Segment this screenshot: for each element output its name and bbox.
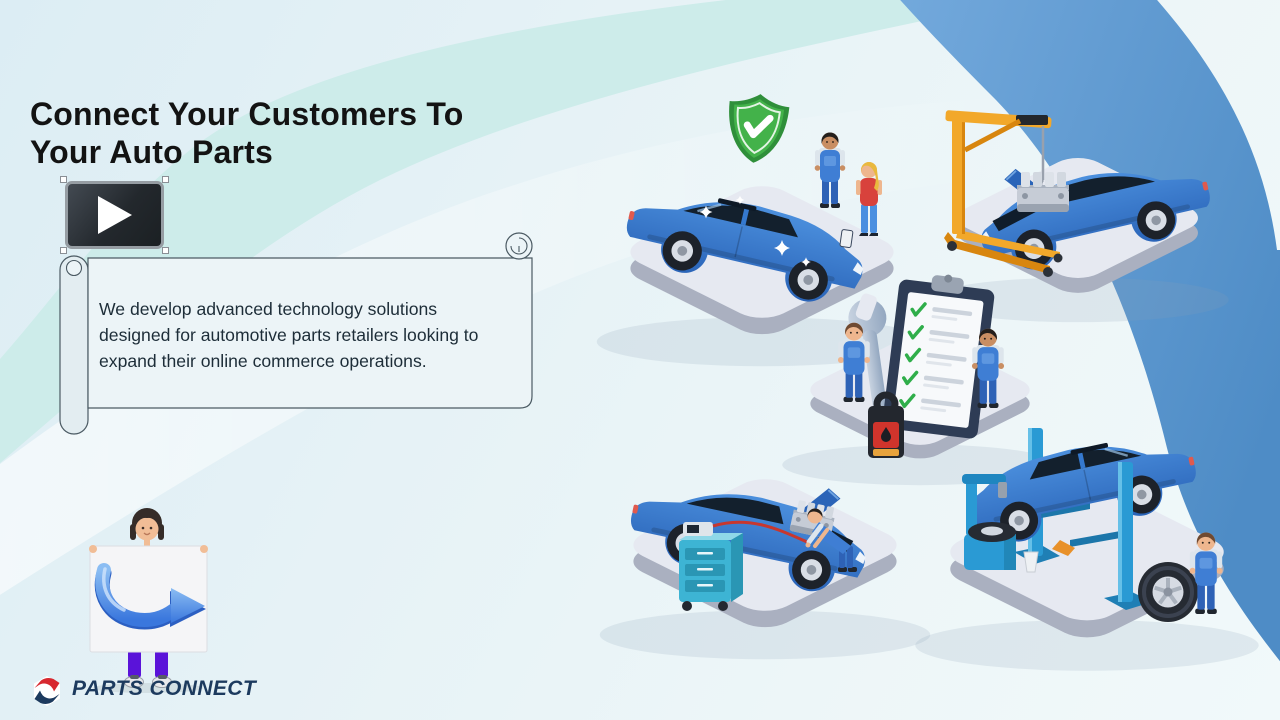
slide-title-line-1: Connect Your Customers To (30, 96, 464, 132)
scene-car-quality-check-illustration (596, 94, 928, 367)
brand-name: PARTS CONNECT (72, 677, 257, 700)
scene-car-lift-tire-service-illustration (915, 423, 1259, 671)
arrow-right-icon (94, 563, 206, 630)
selection-handle[interactable] (162, 176, 169, 183)
teal-swoosh-band (0, 0, 1024, 464)
engine-hoist-crane (944, 110, 1063, 277)
selection-handle[interactable] (60, 247, 67, 254)
selection-handle[interactable] (60, 176, 67, 183)
diagnostic-cart (679, 520, 808, 611)
scene-service-checklist-illustration (782, 274, 1058, 486)
description-text: We develop advanced technology solutions… (99, 299, 479, 371)
checklist-icon (882, 274, 995, 439)
description-scroll-shape (59, 232, 533, 435)
video-play-button[interactable] (65, 181, 164, 249)
slide-title-line-2: Your Auto Parts (30, 134, 274, 171)
parts-connect-logo-icon (34, 676, 60, 706)
scene-engine-hoist-illustration (927, 110, 1229, 323)
oil-can-icon (868, 391, 904, 458)
tire-changer-machine (962, 474, 1039, 573)
mechanic-leaning-figure (805, 508, 857, 572)
shield-check-icon (729, 94, 790, 163)
scene-engine-diagnostics-illustration (599, 448, 931, 660)
customer-woman-figure (856, 162, 882, 236)
embedded-video (60, 176, 169, 254)
spare-tire (1138, 562, 1198, 622)
mascot-with-arrow-sign (89, 508, 208, 693)
selection-handle[interactable] (162, 247, 169, 254)
blue-ribbon-curve (900, 0, 1280, 662)
play-icon (97, 196, 132, 234)
slide-title: Connect Your Customers To Your Auto Part… (30, 95, 463, 171)
